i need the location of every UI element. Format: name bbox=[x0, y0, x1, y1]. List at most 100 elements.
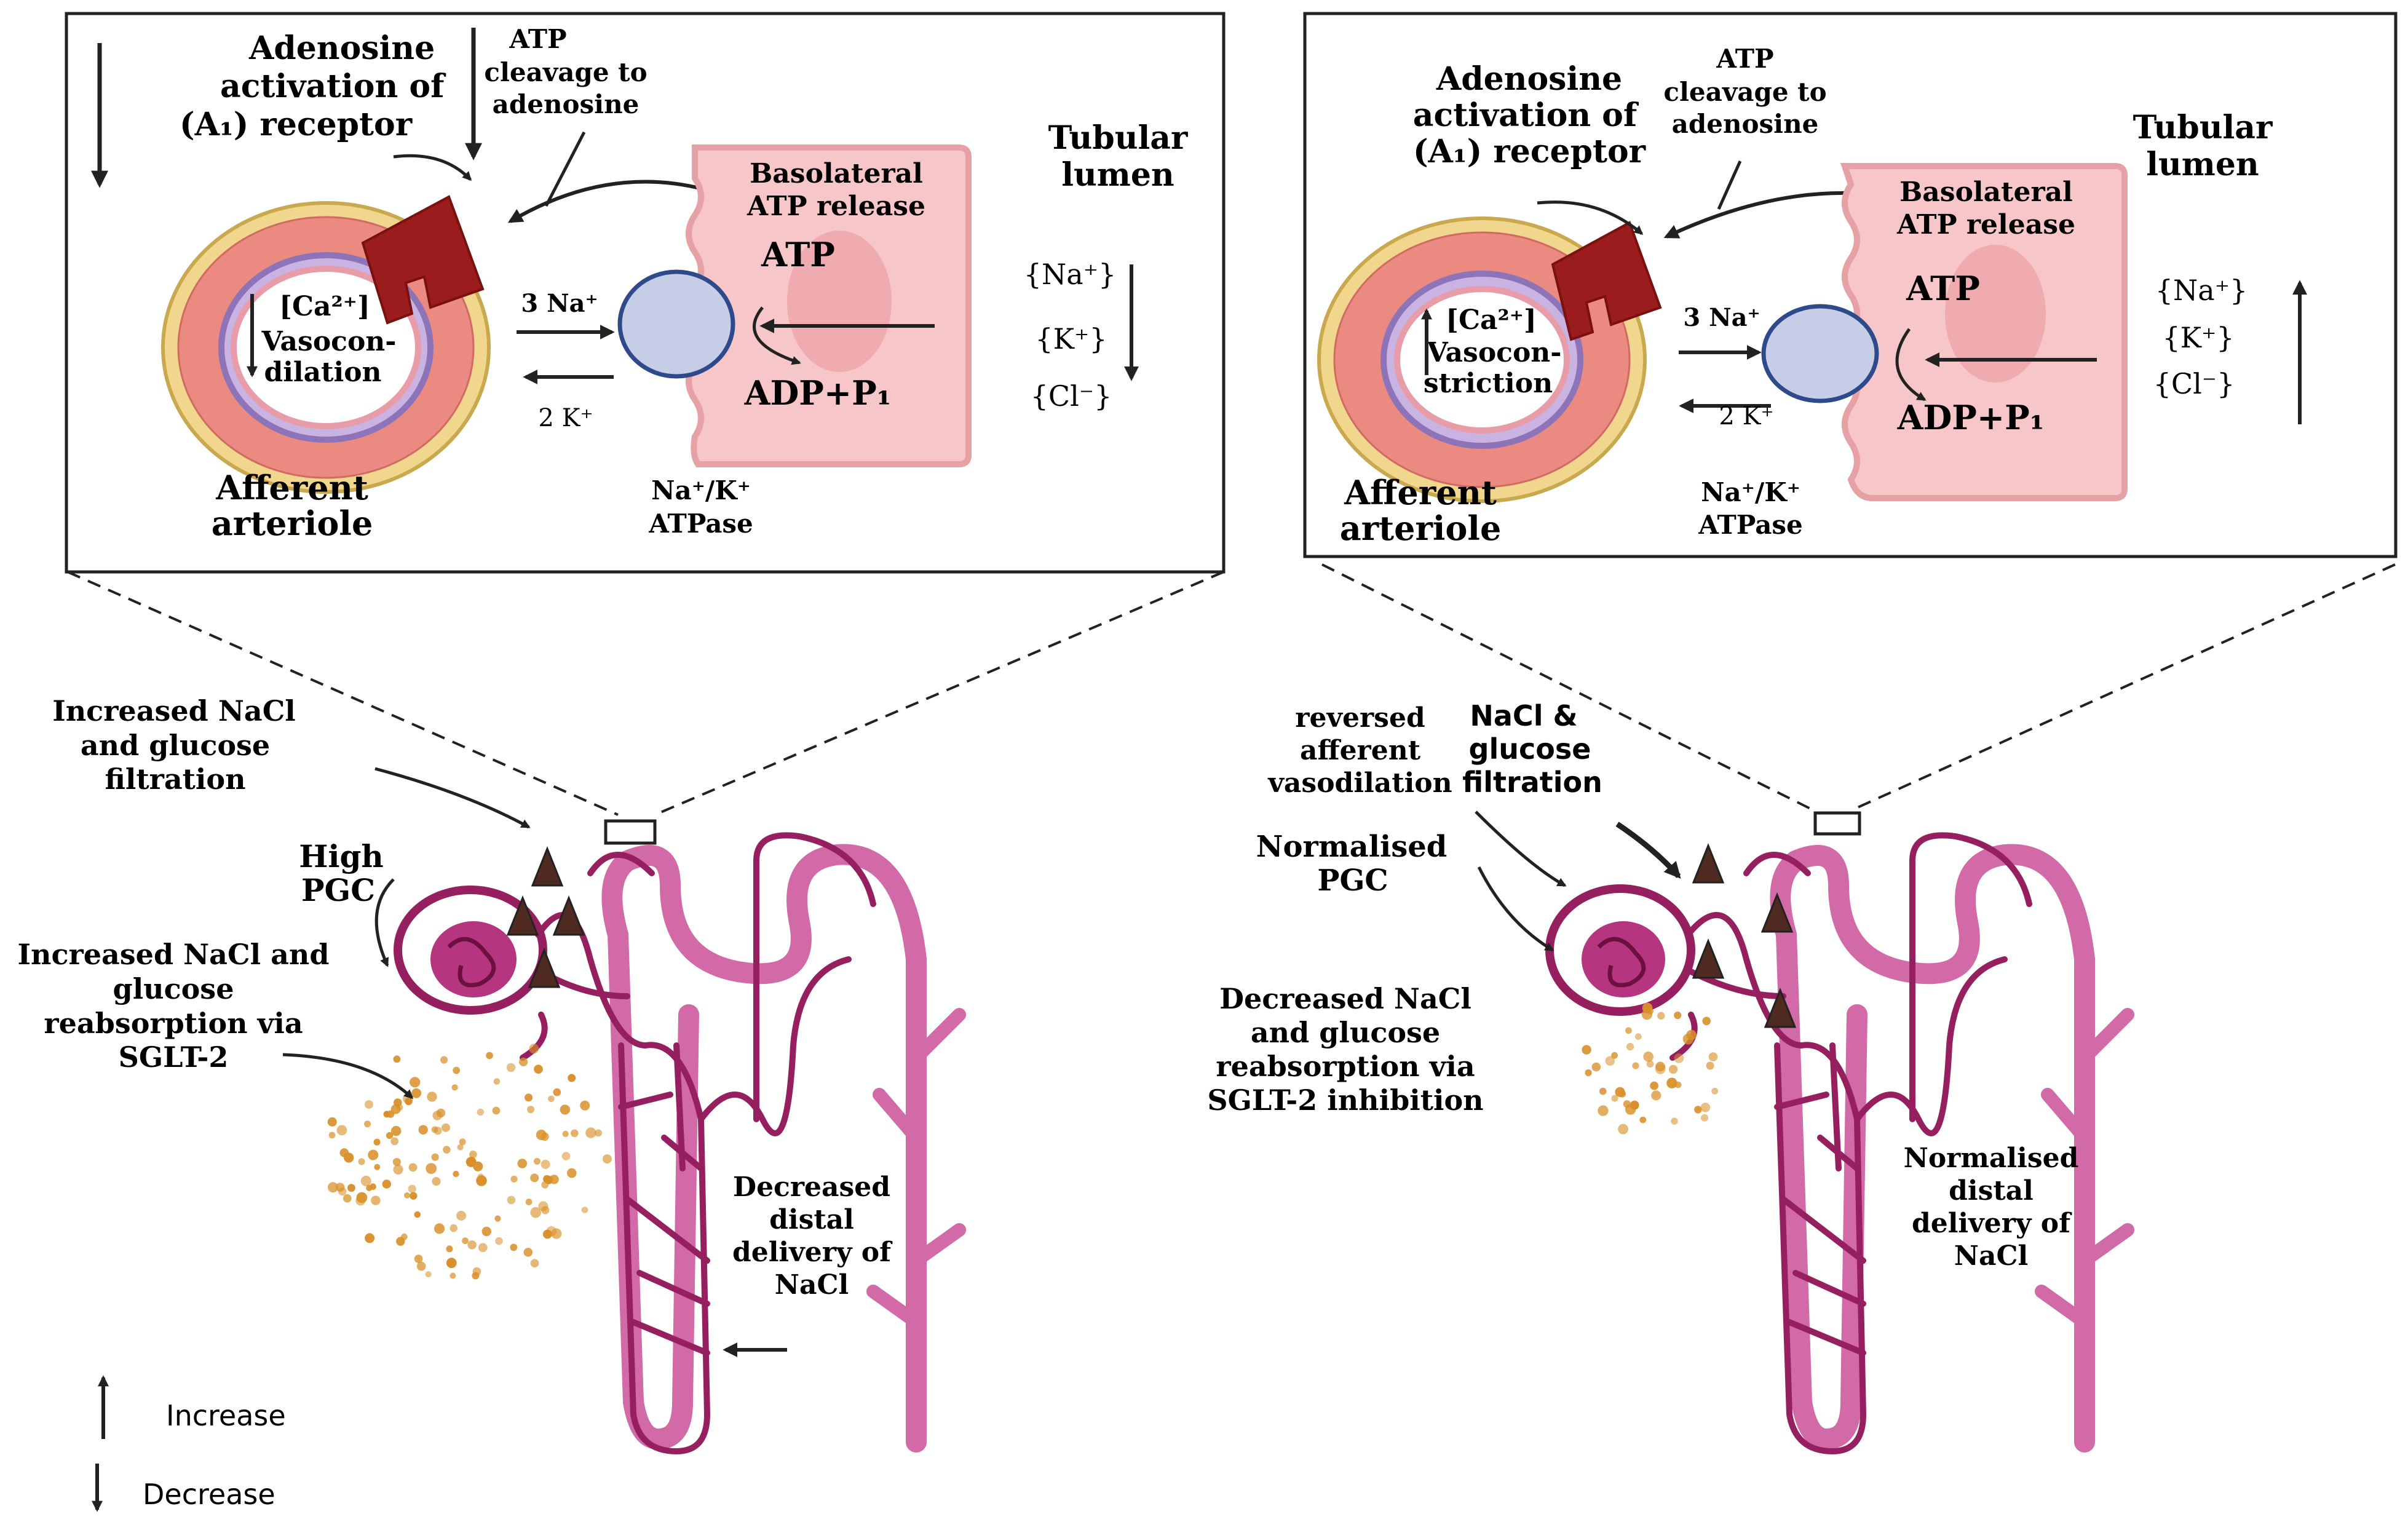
glucose-dot bbox=[486, 1052, 493, 1060]
left-filtration-arrow bbox=[374, 767, 531, 829]
left-reabs-label-3: reabsorption via bbox=[44, 1007, 303, 1040]
right-reversed-label-2: afferent bbox=[1300, 735, 1421, 766]
right-ion-cl: {Cl⁻} bbox=[2153, 367, 2235, 400]
left-distal-label-3: delivery of bbox=[732, 1237, 893, 1268]
glucose-dot bbox=[414, 1254, 423, 1263]
glucose-dot bbox=[530, 1207, 541, 1218]
right-basolateral-arrow bbox=[1663, 191, 1864, 239]
glucose-dot bbox=[396, 1237, 405, 1246]
right-nephron bbox=[1545, 832, 2134, 1455]
right-ca-label: [Ca²⁺] bbox=[1446, 304, 1537, 336]
glucose-dot bbox=[561, 1152, 571, 1160]
glucose-dot bbox=[542, 1229, 552, 1239]
glucose-dot bbox=[425, 1271, 432, 1278]
left-glucose-dots bbox=[327, 1044, 612, 1280]
right-adp-label: ADP+P₁ bbox=[1897, 398, 2045, 437]
left-atp-hydrolysis-arrow bbox=[753, 306, 801, 365]
glucose-dot bbox=[374, 1163, 381, 1170]
glucose-dot bbox=[1674, 1011, 1682, 1020]
right-afferent-label-2: arteriole bbox=[1340, 509, 1502, 548]
right-a1-receptor bbox=[1551, 221, 1662, 341]
glucose-dot bbox=[393, 1164, 403, 1175]
glucose-dot bbox=[440, 1056, 448, 1064]
glucose-dot bbox=[347, 1184, 355, 1192]
right-ion-k: {K⁺} bbox=[2162, 321, 2234, 354]
glucose-dot bbox=[386, 1132, 394, 1140]
glucose-dot bbox=[427, 1092, 437, 1102]
glucose-dot bbox=[1625, 1027, 1632, 1034]
right-afferent-label-1: Afferent bbox=[1344, 473, 1497, 512]
glucose-dot bbox=[529, 1044, 539, 1054]
glucose-dot bbox=[602, 1154, 612, 1164]
right-pump-label-2: ATPase bbox=[1698, 510, 1803, 540]
glucose-dot bbox=[343, 1194, 352, 1203]
glucose-dot bbox=[1639, 1116, 1647, 1124]
right-pgc-label: PGC bbox=[1317, 863, 1388, 898]
left-callout-line-1 bbox=[67, 571, 619, 816]
right-nacl-arrow bbox=[1615, 822, 1681, 879]
right-reversed-arrow bbox=[1475, 811, 1567, 887]
glucose-dot bbox=[1706, 1061, 1714, 1070]
legend: Increase Decrease bbox=[92, 1375, 286, 1512]
glucose-dot bbox=[595, 1129, 602, 1137]
right-atp-label: ATP bbox=[1906, 269, 1980, 308]
right-nacl-label-2: glucose bbox=[1469, 732, 1591, 766]
right-distal-label-2: distal bbox=[1949, 1175, 2034, 1207]
left-a1-receptor bbox=[361, 195, 485, 325]
glucose-dot bbox=[453, 1170, 459, 1178]
glucose-dot bbox=[453, 1066, 461, 1074]
left-k-out-label: 2 K⁺ bbox=[538, 404, 593, 432]
glucose-dot bbox=[478, 1243, 488, 1253]
right-pgc-arrow bbox=[1477, 866, 1555, 952]
glucose-dot bbox=[495, 1237, 503, 1245]
glucose-dot bbox=[364, 1120, 371, 1128]
glucose-dot bbox=[1702, 1017, 1711, 1026]
right-callout-box bbox=[1813, 811, 1861, 836]
glucose-dot bbox=[1657, 1012, 1665, 1020]
right-atp-cleavage-1: ATP bbox=[1716, 44, 1773, 74]
glucose-dot bbox=[339, 1148, 349, 1157]
glucose-dot bbox=[525, 1199, 533, 1205]
glucose-dot bbox=[493, 1078, 501, 1085]
glucose-dot bbox=[517, 1159, 528, 1168]
glucose-dot bbox=[404, 1192, 410, 1199]
left-pump-label-2: ATPase bbox=[648, 509, 753, 539]
glucose-dot bbox=[536, 1130, 547, 1140]
glucose-dot bbox=[1611, 1095, 1618, 1102]
right-cleavage-line bbox=[1717, 160, 1742, 210]
glucose-dot bbox=[1655, 1061, 1666, 1072]
glucose-dot bbox=[1674, 1053, 1684, 1063]
glucose-dot bbox=[562, 1130, 569, 1137]
glucose-dot bbox=[1618, 1124, 1629, 1135]
glucose-dot bbox=[1671, 1117, 1678, 1125]
right-na-in-label: 3 Na⁺ bbox=[1683, 303, 1760, 332]
glucose-dot bbox=[473, 1161, 483, 1171]
right-normalised-label: Normalised bbox=[1256, 830, 1448, 864]
glucose-dot bbox=[358, 1158, 365, 1165]
right-decr-label-3: reabsorption via bbox=[1216, 1050, 1475, 1083]
left-afferent-label-1: Afferent bbox=[215, 468, 368, 507]
left-callout-line-2 bbox=[654, 571, 1224, 816]
right-vaso-label-1: Vasocon- bbox=[1426, 337, 1561, 368]
left-adenosine-label-1: Adenosine bbox=[248, 30, 435, 67]
left-atp-cleavage-3: adenosine bbox=[493, 89, 640, 119]
glucose-dot bbox=[467, 1240, 477, 1250]
right-callout-line-1 bbox=[1321, 563, 1815, 812]
glucose-dot bbox=[492, 1106, 501, 1115]
right-adenosine-arrow bbox=[1537, 200, 1644, 235]
right-adenosine-label-2: activation of bbox=[1413, 97, 1639, 134]
glucose-dot bbox=[1611, 1052, 1618, 1059]
glucose-dot bbox=[418, 1125, 428, 1135]
glucose-dot bbox=[560, 1104, 570, 1115]
glucose-dot bbox=[392, 1158, 402, 1167]
glucose-dot bbox=[568, 1074, 576, 1082]
glucose-dot bbox=[459, 1138, 466, 1146]
glucose-dot bbox=[1711, 1087, 1719, 1095]
glucose-dot bbox=[585, 1127, 596, 1138]
glucose-dot bbox=[394, 1098, 402, 1107]
glucose-dot bbox=[1650, 1081, 1659, 1090]
glucose-dot bbox=[1646, 1060, 1654, 1068]
left-filtration-label-3: filtration bbox=[105, 763, 245, 796]
glucose-dot bbox=[410, 1077, 421, 1088]
left-adenosine-label-2: activation of bbox=[220, 68, 446, 105]
